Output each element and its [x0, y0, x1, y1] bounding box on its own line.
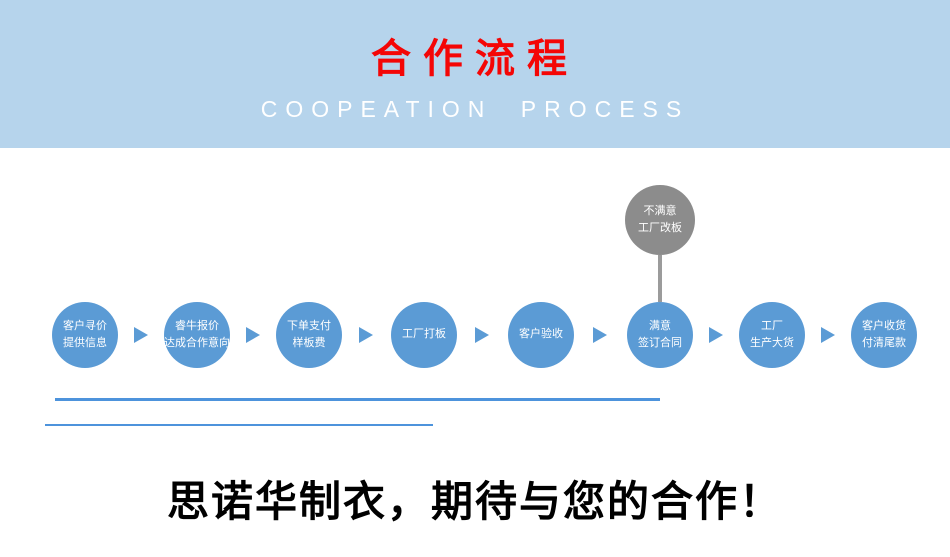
flow-step-8: 客户收货 付清尾款 [851, 302, 917, 368]
step-label-line2: 生产大货 [750, 337, 794, 349]
step-label-line1: 下单支付 [287, 319, 331, 332]
step-label-line1: 客户验收 [519, 328, 563, 341]
detour-node: 不满意 工厂改板 [625, 185, 695, 255]
arrow-right-icon [246, 327, 260, 343]
step-label-line2: 样板费 [292, 337, 326, 349]
arrow-right-icon [134, 327, 148, 343]
flow-step-2: 睿牛报价 达成合作意向 [164, 302, 230, 368]
detour-connector-line [658, 255, 662, 302]
step-label-line1: 工厂打板 [402, 328, 446, 341]
banner: 合作流程 COOPEATION PROCESS [0, 0, 950, 148]
step-label-line2: 签订合同 [638, 337, 682, 349]
detour-label-line2: 工厂改板 [638, 222, 682, 234]
arrow-right-icon [593, 327, 607, 343]
step-label-line1: 工厂 [761, 319, 783, 332]
step-label-line1: 满意 [649, 319, 671, 332]
flow-step-5: 客户验收 [508, 302, 574, 368]
process-flow: 不满意 工厂改板 客户寻价 提供信息 睿牛报价 达成合作意向 下单支付 样板费 … [0, 148, 950, 448]
step-label-line1: 客户寻价 [63, 319, 107, 332]
footer-slogan: 思诺华制衣，期待与您的合作！ [166, 478, 783, 525]
flow-step-3: 下单支付 样板费 [276, 302, 342, 368]
underline-primary [55, 398, 660, 401]
step-label-line1: 睿牛报价 [175, 319, 219, 332]
step-label-line2: 达成合作意向 [164, 337, 230, 349]
arrow-right-icon [475, 327, 489, 343]
step-label-line2: 提供信息 [63, 337, 107, 349]
arrow-right-icon [821, 327, 835, 343]
flow-step-6: 满意 签订合同 [627, 302, 693, 368]
flow-step-7: 工厂 生产大货 [739, 302, 805, 368]
arrow-right-icon [359, 327, 373, 343]
step-label-line2: 付清尾款 [862, 337, 906, 349]
detour-label-line1: 不满意 [643, 204, 677, 217]
banner-title: 合作流程 [371, 37, 579, 81]
underline-secondary [45, 424, 433, 426]
banner-subtitle: COOPEATION PROCESS [260, 96, 690, 122]
step-label-line1: 客户收货 [862, 319, 906, 332]
arrow-right-icon [709, 327, 723, 343]
flow-step-1: 客户寻价 提供信息 [52, 302, 118, 368]
flow-step-4: 工厂打板 [391, 302, 457, 368]
